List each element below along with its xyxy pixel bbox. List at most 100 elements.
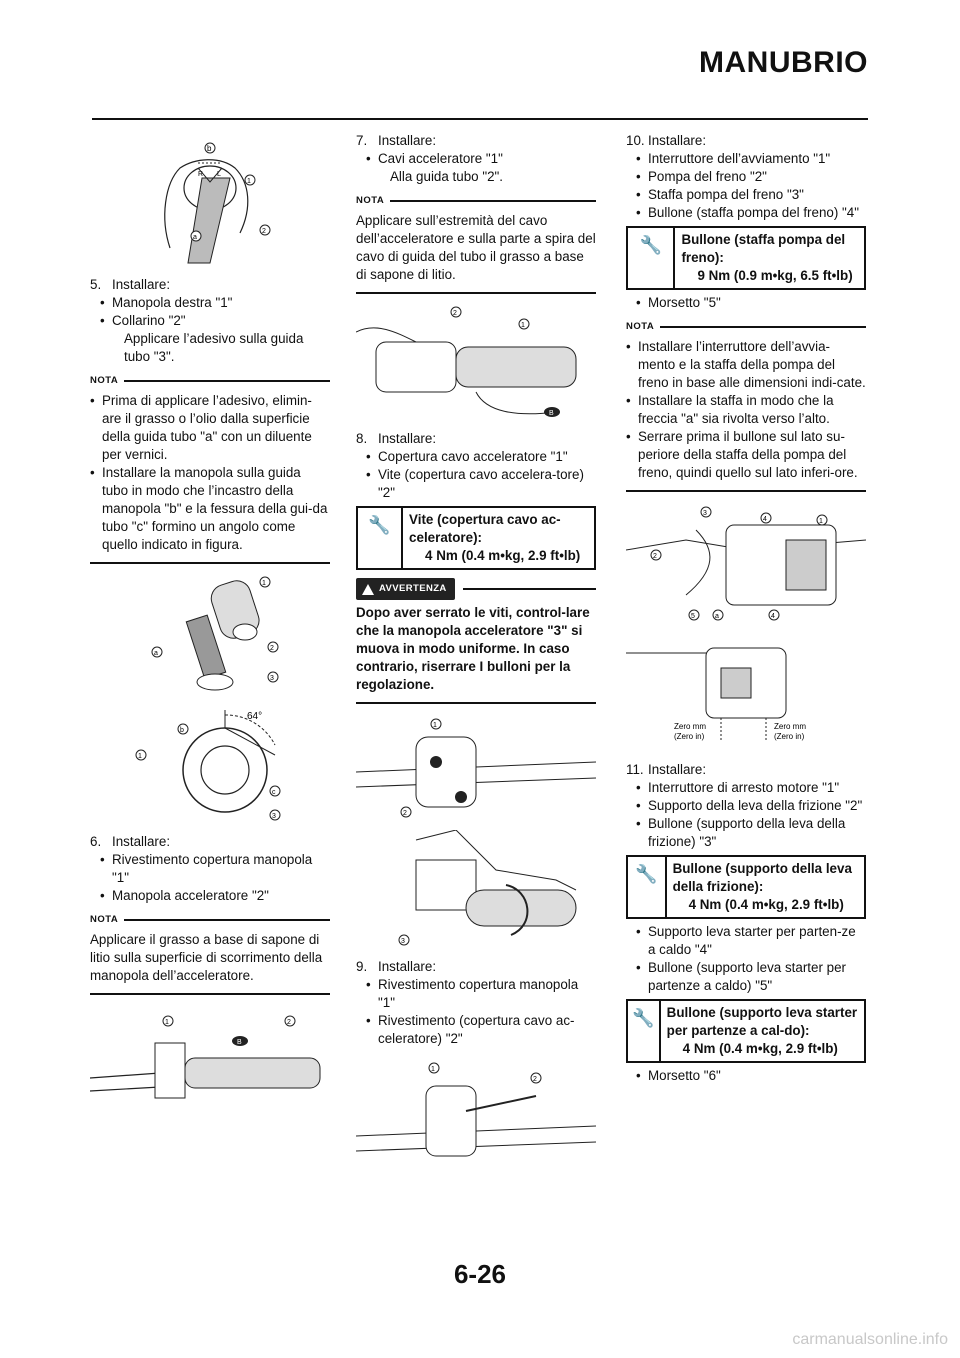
- svg-text:B: B: [237, 1039, 242, 1046]
- svg-text:1: 1: [431, 1066, 435, 1073]
- svg-text:2: 2: [453, 310, 457, 317]
- svg-text:5: 5: [691, 613, 695, 620]
- step-subtext: Alla guida tubo "2".: [390, 169, 503, 184]
- zero-label-left-in: (Zero in): [674, 732, 705, 741]
- note-text: Applicare sull’estremità del cavo dell’a…: [356, 212, 596, 294]
- svg-text:1: 1: [247, 178, 251, 185]
- note-item: Prima di applicare l’adesivo, elimin-are…: [90, 392, 330, 464]
- torque-box-4: 🔧 Bullone (supporto leva starter per par…: [626, 999, 866, 1063]
- list-item: Supporto leva starter per parten-ze a ca…: [636, 923, 866, 959]
- list-item: Bullone (supporto della leva della frizi…: [636, 815, 866, 851]
- torque-label: Bullone (supporto della leva della frizi…: [672, 861, 852, 894]
- list-item: Cavi acceleratore "1": [366, 150, 596, 168]
- svg-text:R: R: [198, 171, 203, 178]
- torque-value: 4 Nm (0.4 m•kg, 2.9 ft•lb): [425, 548, 581, 563]
- step-number: 11.: [626, 762, 644, 777]
- torque-wrench-icon: 🔧: [639, 235, 662, 255]
- torque-wrench-icon: 🔧: [635, 864, 658, 884]
- column-1: b RL 1 2 a 5.Installare: Manopola destra…: [90, 130, 330, 1111]
- list-item: Morsetto "6": [636, 1067, 866, 1085]
- page-title: MANUBRIO: [699, 46, 868, 79]
- note-item: Installare l’interruttore dell’avvia-men…: [626, 338, 866, 392]
- list-item: Collarino "2": [100, 312, 330, 330]
- list-item: Supporto della leva della frizione "2": [636, 797, 866, 815]
- svg-text:2: 2: [653, 553, 657, 560]
- torque-box-2: 🔧 Bullone (staffa pompa del freno): 9 Nm …: [626, 226, 866, 290]
- step-9: 9. Installare: Rivestimento copertura man…: [356, 958, 596, 1048]
- list-item: Bullone (staffa pompa del freno) "4": [636, 204, 866, 222]
- step-verb: Installare:: [648, 762, 707, 777]
- list-item: Pompa del freno "2": [636, 168, 866, 186]
- step-6: 6. Installare: Rivestimento copertura man…: [90, 833, 330, 905]
- note-item: Installare la manopola sulla guida tubo …: [90, 464, 330, 554]
- step-verb: Installare:: [112, 277, 171, 292]
- svg-text:1: 1: [433, 722, 437, 729]
- list-item: Copertura cavo acceleratore "1": [366, 448, 596, 466]
- svg-text:B: B: [549, 410, 554, 417]
- page-number: 6-26: [453, 1259, 507, 1289]
- list-item: Vite (copertura cavo accelera-tore) "2": [366, 466, 596, 502]
- svg-text:2: 2: [403, 810, 407, 817]
- step-7: 7. Installare: Cavi acceleratore "1" Alla…: [356, 132, 596, 186]
- step-number: 6.: [90, 834, 102, 849]
- svg-text:c: c: [272, 789, 276, 796]
- figure-grip-assembly: 1 2 3 a: [151, 576, 279, 691]
- warning-label: AVVERTENZA: [379, 583, 447, 594]
- svg-text:b: b: [180, 727, 184, 734]
- torque-value: 9 Nm (0.9 m•kg, 6.5 ft•lb): [697, 268, 853, 283]
- step-number: 10.: [626, 133, 645, 148]
- list-item: Rivestimento copertura manopola "1": [100, 851, 330, 887]
- step-verb: Installare:: [112, 834, 171, 849]
- torque-wrench-icon: 🔧: [632, 1008, 655, 1028]
- step-verb: Installare:: [378, 133, 437, 148]
- note-4: NOTA Installare l’interruttore dell’avvi…: [626, 318, 866, 492]
- warning-icon: [362, 583, 374, 595]
- note-label: NOTA: [626, 321, 655, 332]
- step-number: 5.: [90, 277, 102, 292]
- header-rule: [92, 118, 868, 120]
- note-text: Applicare il grasso a base di sapone di …: [90, 931, 330, 995]
- torque-box-1: 🔧 Vite (copertura cavo ac-celeratore):4 …: [356, 506, 596, 570]
- list-item: Bullone (supporto leva starter per parte…: [636, 959, 866, 995]
- step-5: 5.Installare: Manopola destra "1" Collar…: [90, 276, 330, 366]
- figure-throttle-cables: 2 1 B: [356, 306, 577, 417]
- list-item: Rivestimento (copertura cavo ac-celerato…: [366, 1012, 596, 1048]
- torque-label: Vite (copertura cavo ac-celeratore):: [409, 512, 561, 545]
- svg-text:2: 2: [533, 1076, 537, 1083]
- zero-label-right: Zero mm: [774, 722, 806, 731]
- warning-block: AVVERTENZA Dopo aver serrato le viti, co…: [356, 578, 596, 704]
- zero-label-left: Zero mm: [674, 722, 706, 731]
- torque-box-3: 🔧 Bullone (supporto della leva della fri…: [626, 855, 866, 919]
- svg-text:a: a: [715, 613, 719, 620]
- torque-label: Bullone (staffa pompa del freno):: [681, 232, 846, 265]
- step-11: 11.Installare: Interruttore di arresto m…: [626, 761, 866, 851]
- svg-text:L: L: [217, 171, 221, 178]
- svg-text:3: 3: [401, 938, 405, 945]
- torque-value: 4 Nm (0.4 m•kg, 2.9 ft•lb): [688, 897, 844, 912]
- note-label: NOTA: [90, 914, 119, 925]
- torque-value: 4 Nm (0.4 m•kg, 2.9 ft•lb): [682, 1041, 838, 1056]
- step-verb: Installare:: [378, 959, 437, 974]
- figure-angle-diagram: 64° b 1 c 3: [135, 710, 281, 821]
- step-number: 9.: [356, 959, 368, 974]
- note-3: NOTA Applicare sull’estremità del cavo d…: [356, 192, 596, 294]
- figure-cable-cover: 1 2: [356, 718, 596, 818]
- svg-text:1: 1: [262, 580, 266, 587]
- svg-text:a: a: [193, 234, 197, 241]
- list-item: Manopola acceleratore "2": [100, 887, 330, 905]
- figure-zero-clearance: Zero mm (Zero in) Zero mm (Zero in): [626, 647, 806, 741]
- svg-text:3: 3: [272, 813, 276, 820]
- svg-text:3: 3: [703, 510, 707, 517]
- zero-label-right-in: (Zero in): [774, 732, 805, 741]
- svg-text:2: 2: [262, 228, 266, 235]
- list-item: Rivestimento copertura manopola "1": [366, 976, 596, 1012]
- step-number: 8.: [356, 431, 368, 446]
- figure-brake-master: 3 4 1 2 5 a 4: [626, 506, 866, 621]
- svg-text:2: 2: [287, 1019, 291, 1026]
- note-item: Serrare prima il bullone sul lato su-per…: [626, 428, 866, 482]
- svg-text:1: 1: [521, 322, 525, 329]
- warning-text: Dopo aver serrato le viti, control-lare …: [356, 604, 596, 704]
- column-2: 7. Installare: Cavi acceleratore "1" Alla…: [356, 130, 596, 1174]
- svg-text:b: b: [207, 144, 212, 153]
- step-number: 7.: [356, 133, 368, 148]
